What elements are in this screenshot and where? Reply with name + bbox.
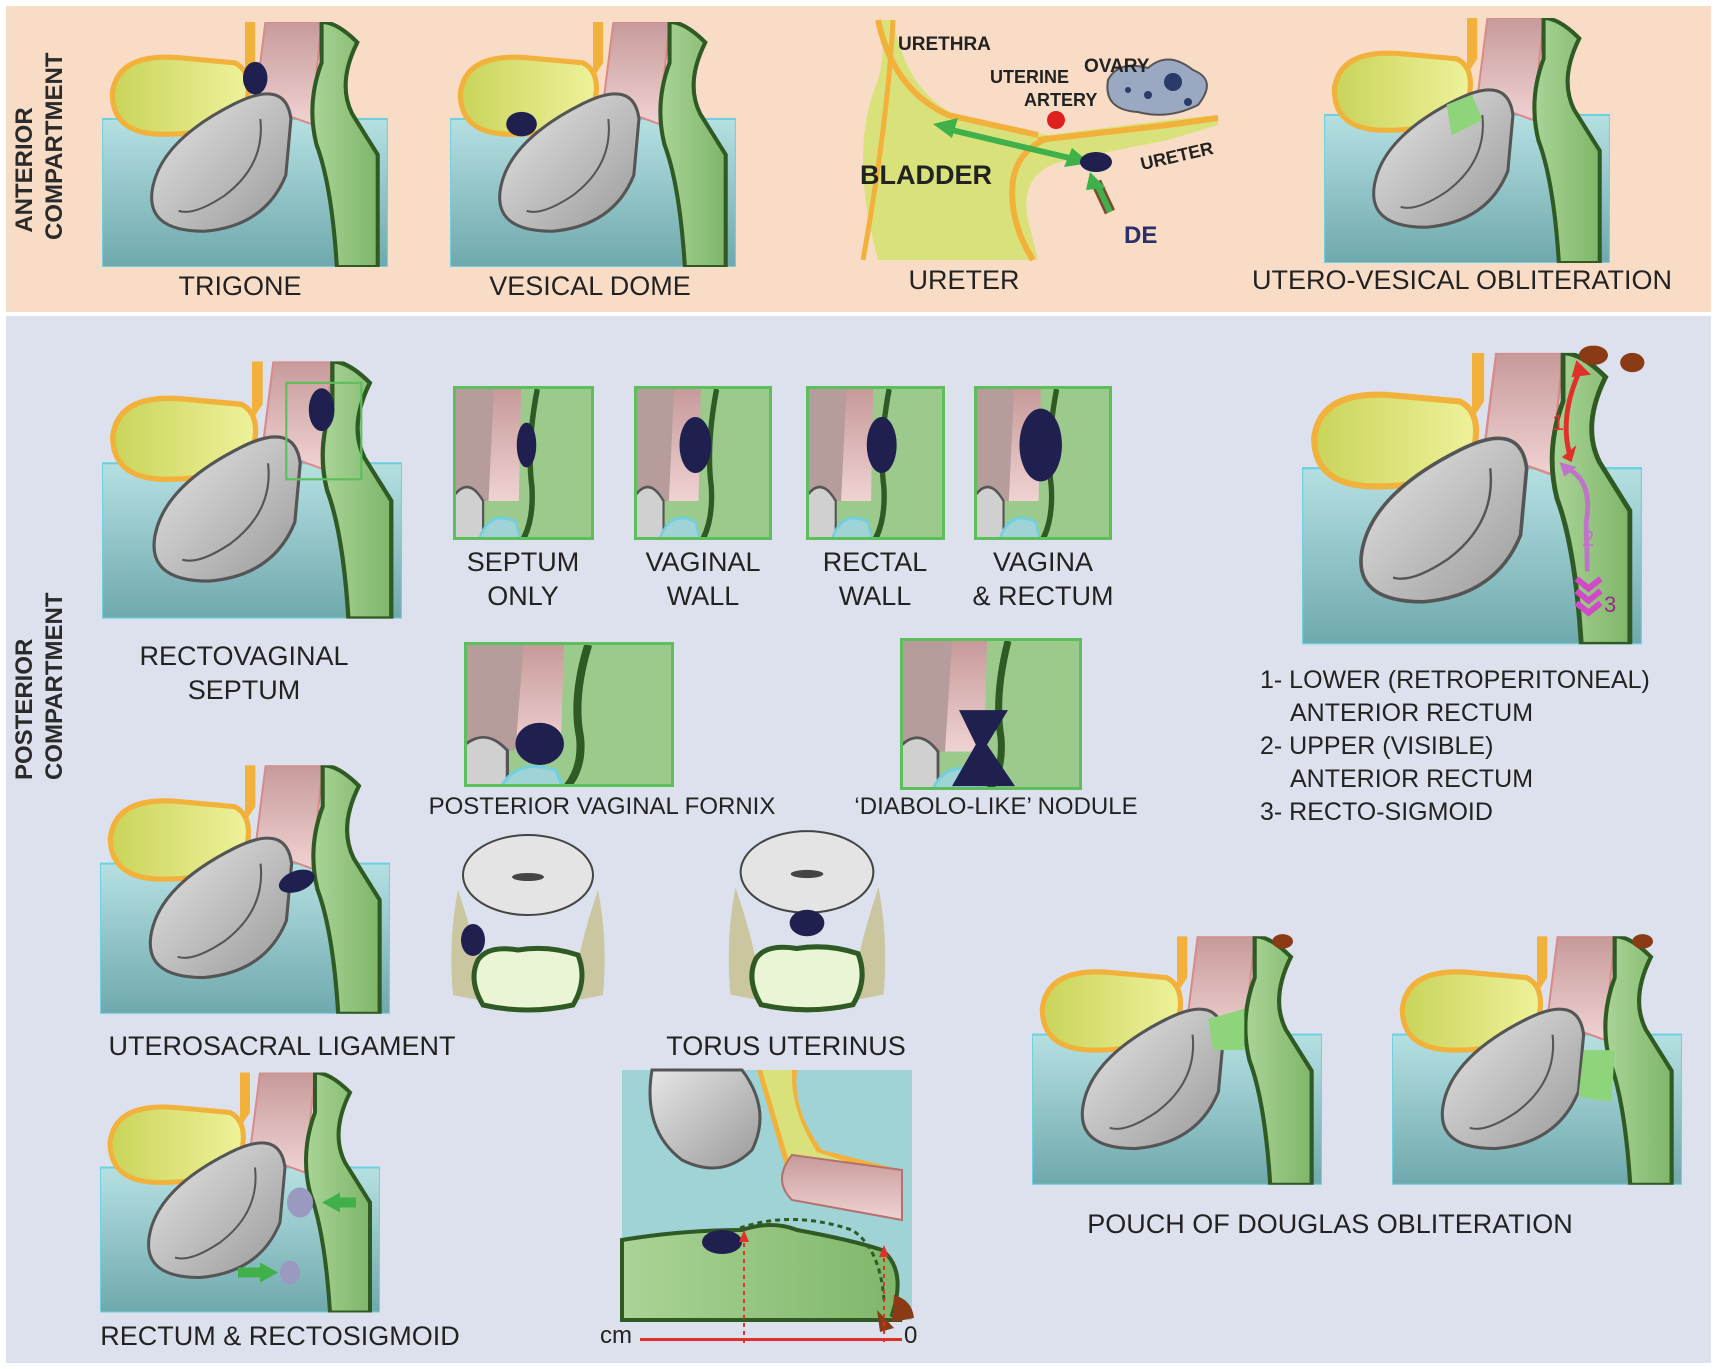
- inset-posterior-fornix: [464, 642, 674, 787]
- anterior-compartment-label: ANTERIOR COMPARTMENT: [10, 75, 70, 265]
- scale-bar: [640, 1338, 902, 1341]
- rectum-num-3: 3: [1604, 592, 1616, 618]
- inset-vagina-rectum: [974, 386, 1112, 540]
- rectum-legend-line-1: 1- LOWER (RETROPERITONEAL): [1260, 664, 1650, 697]
- de-label: DE: [1124, 222, 1157, 250]
- vesical-dome-caption: VESICAL DOME: [460, 270, 720, 303]
- uterosacral-axial-figure: [448, 830, 608, 1020]
- rectum-num-2: 2: [1582, 526, 1594, 552]
- trigone-nodule: [243, 62, 267, 95]
- inset-diabolo: [900, 638, 1082, 790]
- ureter-caption: URETER: [864, 264, 1064, 297]
- uterine-artery-label-1: UTERINE: [990, 67, 1069, 88]
- rectum-rectosigmoid-figure: [100, 1070, 380, 1315]
- scale-zero-label: 0: [904, 1322, 917, 1350]
- trigone-caption: TRIGONE: [140, 270, 340, 303]
- rectovaginal-caption-1: RECTOVAGINAL: [114, 640, 374, 673]
- posterior-compartment-label: POSTERIOR COMPARTMENT: [10, 615, 70, 805]
- utero-vesical-figure: [1322, 18, 1612, 263]
- rectum-legend-line-2b: ANTERIOR RECTUM: [1290, 763, 1533, 796]
- rectum-num-1: 1: [1552, 410, 1564, 436]
- inset-vaginal-wall: [634, 386, 772, 540]
- vaginal-wall-caption-1: VAGINAL: [623, 546, 783, 579]
- septum-only-caption-2: ONLY: [443, 580, 603, 613]
- vaginal-wall-caption-2: WALL: [623, 580, 783, 613]
- trigone-figure: [100, 22, 390, 267]
- rectum-legend-line-3: 3- RECTO-SIGMOID: [1260, 796, 1493, 829]
- rectovaginal-figure: [102, 350, 402, 630]
- ureter-figure: [838, 20, 1238, 260]
- vesical-dome-nodule: [506, 112, 537, 137]
- ovary-label: OVARY: [1084, 56, 1149, 78]
- length-measure-figure: [622, 1070, 922, 1340]
- uterine-artery-label-2: ARTERY: [1024, 90, 1097, 111]
- torus-caption: TORUS UTERINUS: [646, 1030, 926, 1063]
- septum-only-caption-1: SEPTUM: [443, 546, 603, 579]
- torus-axial-figure: [722, 826, 892, 1020]
- urethra-label: URETHRA: [898, 34, 991, 56]
- posterior-fornix-caption: POSTERIOR VAGINAL FORNIX: [412, 790, 792, 823]
- vagina-rectum-caption-1: VAGINA: [963, 546, 1123, 579]
- pouch-figure-1: [1032, 928, 1322, 1193]
- rectum-rectosigmoid-caption: RECTUM & RECTOSIGMOID: [80, 1320, 480, 1353]
- vagina-rectum-caption-2: & RECTUM: [953, 580, 1133, 613]
- inset-septum-only: [453, 386, 594, 540]
- rectal-wall-caption-1: RECTAL: [795, 546, 955, 579]
- rectum-legend-line-1b: ANTERIOR RECTUM: [1290, 697, 1533, 730]
- scale-unit-label: cm: [600, 1322, 632, 1350]
- bladder-label: BLADDER: [860, 160, 992, 191]
- utero-vesical-caption: UTERO-VESICAL OBLITERATION: [1222, 264, 1702, 297]
- rectovaginal-caption-2: SEPTUM: [114, 674, 374, 707]
- rectum-legend-line-2: 2- UPPER (VISIBLE): [1260, 730, 1493, 763]
- pouch-figure-2: [1392, 928, 1682, 1193]
- uterosacral-figure: [100, 762, 390, 1017]
- inset-rectal-wall: [806, 386, 945, 540]
- uterosacral-caption: UTEROSACRAL LIGAMENT: [82, 1030, 482, 1063]
- diabolo-caption: ‘DIABOLO-LIKE’ NODULE: [836, 790, 1156, 823]
- rectum-segments-figure: [1302, 340, 1642, 645]
- rectal-wall-caption-2: WALL: [795, 580, 955, 613]
- vesical-dome-figure: [448, 22, 738, 267]
- pouch-caption: POUCH OF DOUGLAS OBLITERATION: [1050, 1208, 1610, 1241]
